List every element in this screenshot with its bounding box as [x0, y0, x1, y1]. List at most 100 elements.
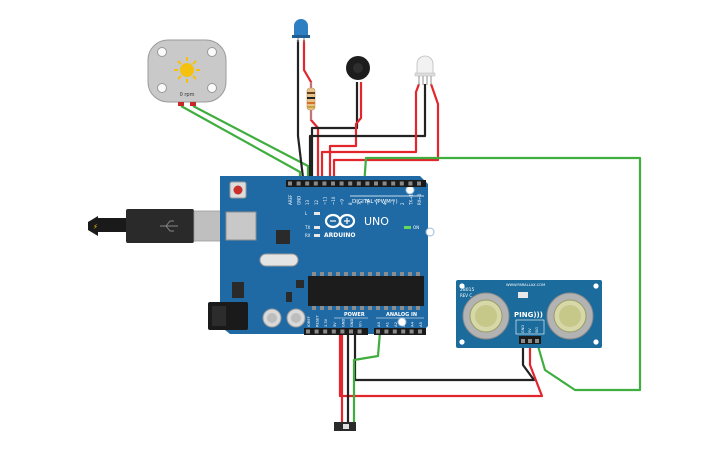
analog-label: ANALOG IN: [386, 312, 417, 318]
header-pin[interactable]: [399, 181, 404, 186]
header-pin[interactable]: [314, 329, 319, 334]
header-pin[interactable]: [409, 329, 414, 334]
bottom-pins: [306, 329, 422, 334]
pin-label: A0: [376, 321, 381, 327]
sensor-pin-gnd: GND: [521, 325, 525, 333]
wire-rgb-red-2[interactable]: [332, 83, 440, 186]
digital-pins: [288, 181, 421, 186]
header-pin[interactable]: [417, 181, 421, 186]
pin-label: GND: [297, 196, 302, 205]
pin-label: 5V: [333, 322, 337, 327]
resistor[interactable]: [306, 82, 316, 120]
pin-label: RESET: [316, 315, 320, 327]
wire-rgb-red-1[interactable]: [320, 83, 421, 186]
pin-label: A3: [401, 321, 406, 327]
header-pin[interactable]: [365, 181, 370, 186]
pin-label: 13: [305, 199, 310, 205]
sensor-pin-5v: 5V: [528, 328, 532, 333]
header-pin[interactable]: [356, 181, 361, 186]
header-pin[interactable]: [323, 329, 328, 334]
pin-label: 2: [400, 202, 405, 205]
arduino-model: UNO: [364, 215, 389, 228]
led-label-rx: RX: [305, 233, 311, 238]
reset-button[interactable]: [229, 181, 247, 199]
header-pin[interactable]: [288, 181, 292, 186]
analog-header[interactable]: [374, 328, 426, 335]
led-rgb[interactable]: [414, 55, 436, 85]
arduino-brand: ARDUINO: [324, 232, 355, 239]
wire-ping-5v-red[interactable]: [338, 332, 544, 398]
header-pin[interactable]: [331, 329, 336, 334]
header-pin[interactable]: [392, 329, 397, 334]
pin-label: 4: [383, 202, 388, 205]
header-pin[interactable]: [391, 181, 396, 186]
header-pin[interactable]: [322, 181, 327, 186]
pin-label: TX→1: [408, 193, 413, 206]
pin-label: Vin: [359, 321, 363, 327]
dc-motor[interactable]: 0 rpm: [147, 39, 227, 106]
pin-label: A2: [393, 321, 398, 327]
pin-label: ~11: [322, 196, 327, 205]
digital-header[interactable]: [286, 180, 426, 187]
header-pin[interactable]: [340, 329, 345, 334]
slide-switch[interactable]: [334, 422, 356, 431]
header-pin[interactable]: [349, 329, 353, 334]
header-pin[interactable]: [408, 181, 413, 186]
header-pin[interactable]: [296, 181, 301, 186]
pin-label: ~9: [340, 199, 345, 205]
transducer-right: [546, 292, 594, 340]
pin-label: 7: [357, 202, 362, 205]
wire-motor-green-1[interactable]: [180, 105, 302, 186]
header-pin[interactable]: [401, 329, 406, 334]
usb-cable[interactable]: ⚡: [88, 209, 229, 243]
wire-buzzer-black[interactable]: [310, 82, 359, 186]
pin-label: ~5: [374, 199, 379, 205]
header-pin[interactable]: [374, 181, 378, 186]
pin-label: A1: [384, 321, 389, 327]
lightning-icon: ⚡: [93, 223, 98, 231]
header-pin[interactable]: [348, 181, 353, 186]
power-on-label: ON: [413, 225, 419, 230]
header-pin[interactable]: [357, 329, 362, 334]
wire-led-black[interactable]: [296, 40, 306, 187]
wires: [180, 40, 642, 424]
wire-switch-green[interactable]: [352, 331, 382, 424]
usb-icon: [160, 220, 178, 232]
pin-label: 12: [314, 199, 319, 205]
pin-label: GND: [341, 319, 345, 327]
header-pin[interactable]: [305, 181, 310, 186]
header-pin[interactable]: [418, 329, 422, 334]
sensor-pin-sig: SIG: [535, 327, 539, 333]
header-pin[interactable]: [331, 181, 335, 186]
atmega-chip: [308, 276, 424, 306]
header-pin[interactable]: [382, 181, 387, 186]
ultrasonic-sensor-ping[interactable]: 28015 REV C WWW.PARALLAX.COM PING))) GND…: [456, 280, 602, 348]
sun-icon: [174, 57, 200, 83]
power-header[interactable]: [304, 328, 368, 335]
arduino-logo: [324, 213, 356, 229]
header-pin[interactable]: [306, 329, 310, 334]
led-blue[interactable]: [292, 19, 310, 42]
header-pin[interactable]: [313, 181, 318, 186]
led-label-tx: TX: [304, 225, 310, 230]
header-pin[interactable]: [384, 329, 389, 334]
arduino-uno-board[interactable]: ARDUINO UNO L TX RX ON DIGITAL (PWM~) AR…: [208, 176, 435, 335]
digital-label: DIGITAL (PWM~): [352, 199, 398, 205]
pin-label: A5: [418, 321, 423, 327]
vibration-motor[interactable]: [346, 56, 370, 80]
wire-rgb-black[interactable]: [308, 84, 427, 186]
wire-ping-sig-green[interactable]: [362, 156, 642, 392]
power-label: POWER: [344, 312, 365, 318]
header-pin[interactable]: [339, 181, 344, 186]
wire-motor-green-2[interactable]: [192, 105, 310, 186]
sensor-rev: REV C: [460, 293, 472, 298]
sensor-name: PING))): [514, 311, 543, 319]
led-label-l: L: [305, 211, 308, 216]
sensor-model: 28015: [460, 287, 474, 293]
header-pin[interactable]: [376, 329, 380, 334]
sensor-maker: WWW.PARALLAX.COM: [506, 283, 545, 287]
